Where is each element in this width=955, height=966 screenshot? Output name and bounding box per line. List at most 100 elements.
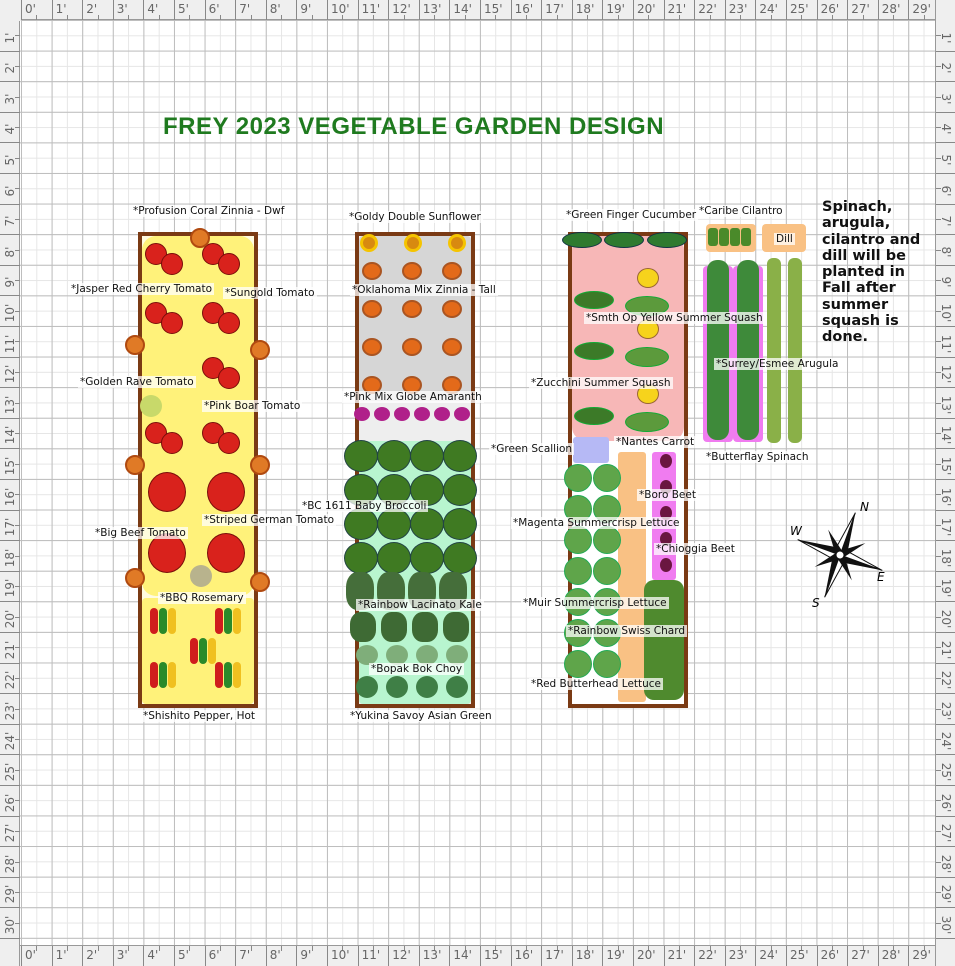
sunflower-icon <box>360 234 378 252</box>
ruler-tick <box>936 693 955 695</box>
label-carrot: *Nantes Carrot <box>614 436 697 448</box>
ruler-tick <box>936 846 955 848</box>
zinnia-icon <box>442 338 462 356</box>
ruler-tick <box>15 463 20 465</box>
beet-icon <box>660 506 672 520</box>
lettuce-icon <box>593 464 621 492</box>
label-sungold-tomato: *Sungold Tomato <box>223 287 317 299</box>
broccoli-icon <box>443 542 477 574</box>
ruler-tick <box>15 35 20 37</box>
ruler-tick <box>936 769 941 771</box>
ruler-tick <box>936 555 941 557</box>
ruler-tick <box>0 540 20 542</box>
ruler-tick <box>0 723 20 725</box>
label-cilantro: *Caribe Cilantro <box>697 205 785 217</box>
ruler-tick <box>936 81 955 83</box>
ruler-tick <box>936 295 955 297</box>
ruler-tick <box>831 15 833 20</box>
ruler-label: 18' <box>939 548 953 568</box>
ruler-label: 6' <box>939 185 953 197</box>
ruler-tick <box>0 203 20 205</box>
ruler-tick <box>936 448 955 450</box>
ruler-label: 24' <box>759 2 778 16</box>
pepper-icon <box>215 608 223 634</box>
ruler-tick <box>936 754 955 756</box>
tomato-icon <box>218 432 240 454</box>
tomato-icon <box>161 312 183 334</box>
label-cherry-tomato: *Jasper Red Cherry Tomato <box>69 283 215 295</box>
ruler-label: 4' <box>147 948 159 962</box>
ruler-tick <box>66 15 68 20</box>
ruler-tick <box>694 946 696 966</box>
lettuce-icon <box>564 464 592 492</box>
zinnia-icon <box>402 262 422 280</box>
broccoli-icon <box>377 542 411 574</box>
ruler-tick <box>936 586 941 588</box>
ruler-label: 1' <box>3 32 17 44</box>
ruler-tick <box>936 830 941 832</box>
ruler-tick <box>862 15 864 20</box>
ruler-tick <box>0 479 20 480</box>
left-ruler: 1'2'3'4'5'6'7'8'9'10'11'12'13'14'15'16'1… <box>0 0 20 966</box>
ruler-tick <box>936 800 941 802</box>
ruler-label: 6' <box>3 185 17 197</box>
ruler-label: 21' <box>939 640 953 659</box>
ruler-label: 19' <box>606 2 625 16</box>
ruler-tick <box>97 15 99 20</box>
ruler-tick <box>15 739 20 741</box>
ruler-tick <box>936 647 941 649</box>
ruler-tick <box>663 0 665 20</box>
label-lacinato-kale: *Rainbow Lacinato Kale <box>356 599 484 611</box>
ruler-tick <box>847 946 849 966</box>
top-ruler: 0'1'2'3'4'5'6'7'8'9'10'11'12'13'14'15'16… <box>0 0 955 20</box>
ruler-label: 13' <box>422 2 442 16</box>
ruler-tick <box>525 946 527 951</box>
compass-rose: N E S W <box>790 500 890 610</box>
ruler-label: 12' <box>939 364 953 384</box>
ruler-tick <box>15 433 20 435</box>
label-arugula: *Surrey/Esmee Arugula <box>714 358 841 370</box>
ruler-tick <box>786 946 787 966</box>
bottom-ruler: 0'1'2'3'4'5'6'7'8'9'10'11'12'13'14'15'16… <box>0 945 955 966</box>
ruler-tick <box>15 586 20 588</box>
label-zucchini: *Zucchini Summer Squash <box>529 377 673 389</box>
ruler-tick <box>893 946 895 951</box>
ruler-tick <box>0 264 20 266</box>
ruler-label: 3' <box>3 93 17 105</box>
amaranth-icon <box>354 407 370 421</box>
ruler-tick <box>449 946 451 966</box>
ruler-tick <box>541 946 543 966</box>
ruler-label: 28' <box>3 854 17 874</box>
ruler-label: 4' <box>147 2 159 16</box>
squash-icon <box>625 347 669 367</box>
ruler-tick <box>143 0 145 20</box>
ruler-label: 28' <box>939 854 953 874</box>
ruler-tick <box>0 111 20 113</box>
ruler-tick <box>0 907 20 909</box>
ruler-tick <box>936 157 941 159</box>
ruler-tick <box>480 946 481 966</box>
ruler-tick <box>877 946 879 966</box>
ruler-label: 2' <box>3 62 17 74</box>
compass-n: N <box>860 500 869 514</box>
ruler-tick <box>587 15 589 20</box>
ruler-label: 6' <box>208 948 220 962</box>
tomato-icon <box>161 253 183 275</box>
ruler-tick <box>556 946 558 951</box>
ruler-label: 16' <box>939 487 953 506</box>
zinnia-icon <box>362 262 382 280</box>
tomato-icon <box>218 367 240 389</box>
ruler-tick <box>936 632 955 633</box>
ruler-tick <box>15 524 20 526</box>
ruler-tick <box>847 0 849 20</box>
ruler-label: 7' <box>239 2 251 16</box>
ruler-label: 8' <box>269 2 281 16</box>
ruler-tick <box>15 922 20 924</box>
ruler-label: 29' <box>939 885 953 904</box>
ruler-label: 18' <box>575 948 595 962</box>
label-baby-broccoli: *BC 1611 Baby Broccoli <box>300 500 429 512</box>
ruler-tick <box>0 234 20 236</box>
ruler-tick <box>936 494 941 496</box>
label-coral-zinnia: *Profusion Coral Zinnia - Dwf <box>131 205 287 217</box>
